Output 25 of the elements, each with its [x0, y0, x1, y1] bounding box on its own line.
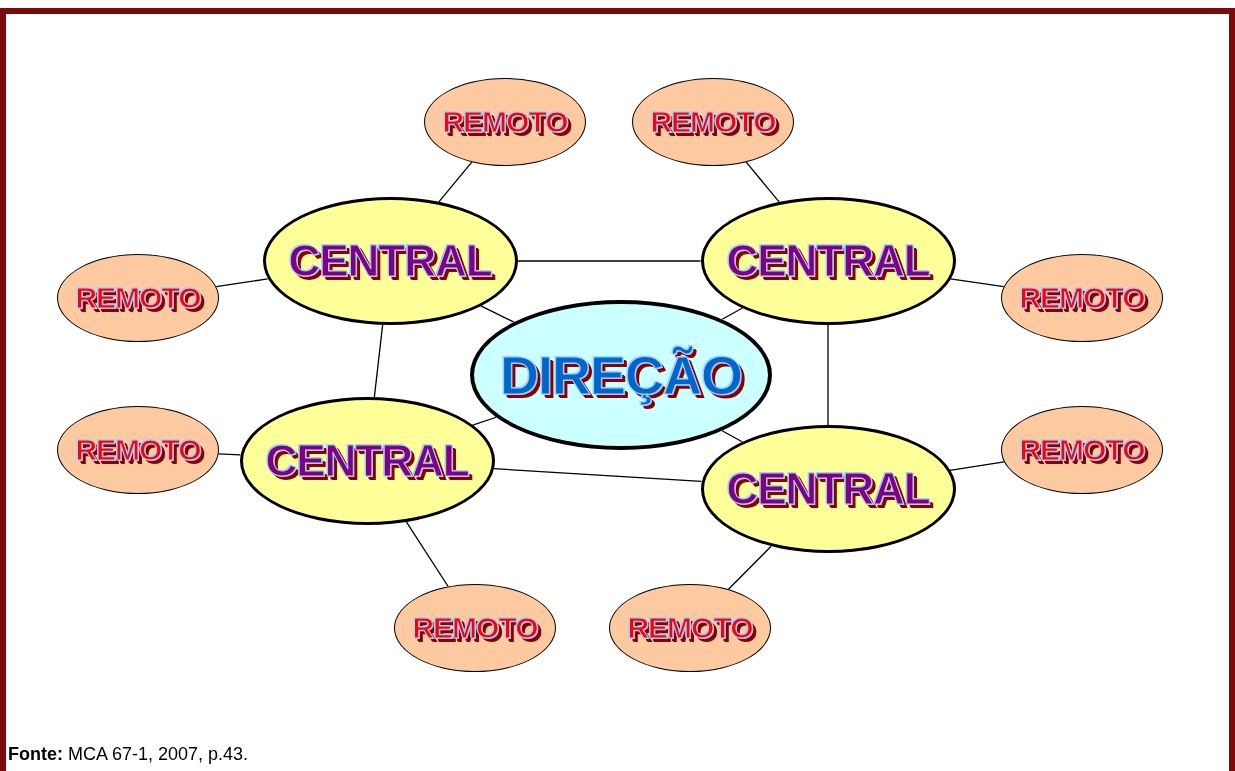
connector-line [472, 416, 497, 426]
connector-line [480, 305, 515, 323]
node-label: CENTRAL [726, 467, 930, 511]
connector-line [373, 324, 384, 398]
connector-line [516, 260, 702, 262]
connector-line [745, 161, 780, 203]
connector-line [218, 453, 241, 456]
node-label: CENTRAL [288, 239, 492, 283]
node-label: REMOTO [442, 107, 568, 137]
connector-line [827, 324, 829, 426]
node-label: REMOTO [75, 283, 201, 313]
connector-line [721, 430, 743, 443]
connector-line [438, 161, 473, 203]
node-label: REMOTO [412, 613, 538, 643]
node-label: REMOTO [1019, 283, 1145, 313]
connector-line [721, 307, 743, 320]
node-label: REMOTO [1019, 435, 1145, 465]
source-note: Fonte: MCA 67-1, 2007, p.43. [8, 744, 249, 765]
node-label: REMOTO [75, 435, 201, 465]
connector-line [727, 545, 772, 590]
node-label: CENTRAL [265, 439, 469, 483]
connector-line [492, 468, 703, 482]
node-label: REMOTO [627, 613, 753, 643]
node-label: REMOTO [650, 107, 776, 137]
node-label: CENTRAL [726, 239, 930, 283]
